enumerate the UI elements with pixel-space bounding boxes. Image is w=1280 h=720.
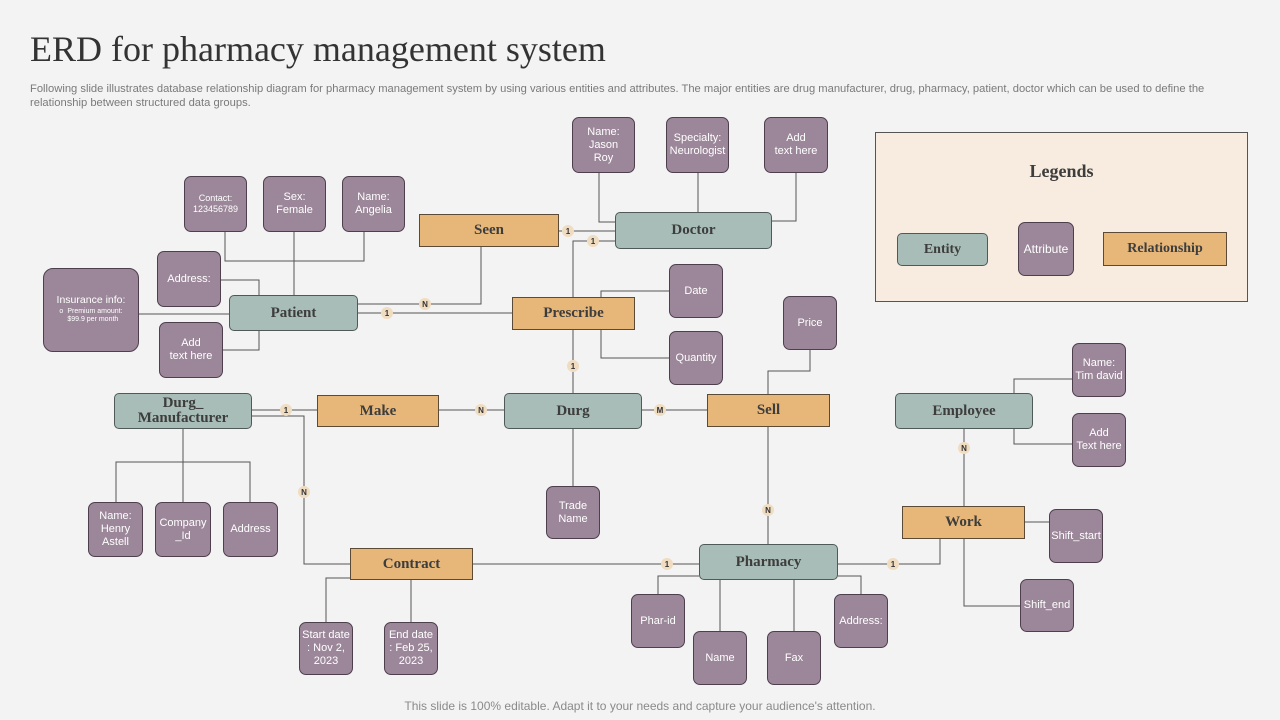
- relationship-make[interactable]: Make: [317, 395, 439, 427]
- attribute-drug-trade-name[interactable]: Trade Name: [546, 486, 600, 539]
- attribute-patient-name[interactable]: Name: Angelia: [342, 176, 405, 232]
- attribute-sell-price[interactable]: Price: [783, 296, 837, 350]
- attribute-prescribe-date[interactable]: Date: [669, 264, 723, 318]
- attribute-contract-start-date[interactable]: Start date : Nov 2, 2023: [299, 622, 353, 675]
- legend-panel: Legends Entity Attribute Relationship: [875, 132, 1248, 302]
- cardinality-make-drug: N: [475, 404, 487, 416]
- cardinality-manufacturer-make: 1: [280, 404, 292, 416]
- connector-employee-name: [1013, 378, 1072, 394]
- connector-patient-add: [223, 331, 260, 351]
- legend-attribute: Attribute: [1018, 222, 1074, 276]
- attribute-patient-address[interactable]: Address:: [157, 251, 221, 307]
- attribute-work-shift-start[interactable]: Shift_start: [1049, 509, 1103, 563]
- insurance-title: Insurance info:: [56, 294, 126, 306]
- connector-prescribe-quantity: [600, 330, 669, 359]
- cardinality-drug-sell: M: [654, 404, 666, 416]
- attribute-employee-add[interactable]: Add Text here: [1072, 413, 1126, 467]
- page-title: ERD for pharmacy management system: [30, 29, 606, 69]
- connector-manufacturer-attributes: [115, 429, 184, 502]
- connector-doctor-add: [772, 173, 797, 222]
- entity-drug[interactable]: Durg: [504, 393, 642, 429]
- attribute-patient-add[interactable]: Add text here: [159, 322, 223, 378]
- attribute-pharmacy-id[interactable]: Phar-id: [631, 594, 685, 648]
- insurance-bullet: o: [59, 308, 64, 315]
- relationship-seen[interactable]: Seen: [419, 214, 559, 247]
- connector-pharmacy-address: [838, 575, 862, 594]
- relationship-prescribe[interactable]: Prescribe: [512, 297, 635, 330]
- connector-work-shift-end: [963, 539, 1020, 607]
- attribute-prescribe-quantity[interactable]: Quantity: [669, 331, 723, 385]
- legend-relationship: Relationship: [1103, 232, 1227, 266]
- connector-employee-add: [1013, 429, 1072, 445]
- cardinality-pharmacy-work: 1: [887, 558, 899, 570]
- cardinality-sell-pharmacy: N: [762, 504, 774, 516]
- cardinality-prescribe-drug: 1: [567, 360, 579, 372]
- attribute-employee-name[interactable]: Name: Tim david: [1072, 343, 1126, 397]
- legend-entity: Entity: [897, 233, 988, 266]
- relationship-work[interactable]: Work: [902, 506, 1025, 539]
- connector-patient-seen: [358, 247, 482, 305]
- attribute-manufacturer-company-id[interactable]: Company _Id: [155, 502, 211, 557]
- entity-drug-manufacturer[interactable]: Durg_ Manufacturer: [114, 393, 252, 429]
- attribute-pharmacy-fax[interactable]: Fax: [767, 631, 821, 685]
- attribute-manufacturer-address[interactable]: Address: [223, 502, 278, 557]
- cardinality-manufacturer-contract: N: [298, 486, 310, 498]
- legend-title: Legends: [1029, 161, 1094, 181]
- connector-pharmacy-id: [657, 575, 699, 594]
- page-subtitle: Following slide illustrates database rel…: [30, 83, 1205, 109]
- attribute-patient-contact[interactable]: Contact: 123456789: [184, 176, 247, 232]
- attribute-contract-end-date[interactable]: End date : Feb 25, 2023: [384, 622, 438, 675]
- attribute-doctor-specialty[interactable]: Specialty: Neurologist: [666, 117, 729, 173]
- connector-pharmacy-work: [838, 539, 941, 565]
- relationship-sell[interactable]: Sell: [707, 394, 830, 427]
- attribute-doctor-name[interactable]: Name: Jason Roy: [572, 117, 635, 173]
- cardinality-employee-work: N: [958, 442, 970, 454]
- cardinality-patient-seen: N: [419, 298, 431, 310]
- entity-employee[interactable]: Employee: [895, 393, 1033, 429]
- entity-patient[interactable]: Patient: [229, 295, 358, 331]
- connector-contract-start: [325, 577, 361, 622]
- entity-doctor[interactable]: Doctor: [615, 212, 772, 249]
- attribute-patient-sex[interactable]: Sex: Female: [263, 176, 326, 232]
- cardinality-seen-doctor: 1: [562, 225, 574, 237]
- attribute-insurance-info[interactable]: Insurance info: o Premium amount: $99.9 …: [43, 268, 139, 352]
- entity-pharmacy[interactable]: Pharmacy: [699, 544, 838, 580]
- connector-patient-address: [221, 279, 260, 295]
- connector-prescribe-doctor: [572, 240, 615, 297]
- insurance-detail: Premium amount: $99.9 per month: [67, 308, 123, 323]
- connector-doctor-name: [598, 173, 615, 223]
- attribute-manufacturer-name[interactable]: Name: Henry Astell: [88, 502, 143, 557]
- cardinality-patient-prescribe: 1: [381, 307, 393, 319]
- relationship-contract[interactable]: Contract: [350, 548, 473, 580]
- connector-manufacturer-address: [183, 461, 251, 502]
- attribute-pharmacy-name[interactable]: Name: [693, 631, 747, 685]
- footer-note: This slide is 100% editable. Adapt it to…: [404, 699, 876, 713]
- attribute-pharmacy-address[interactable]: Address:: [834, 594, 888, 648]
- attribute-doctor-add[interactable]: Add text here: [764, 117, 828, 173]
- cardinality-contract-pharmacy: 1: [661, 558, 673, 570]
- cardinality-prescribe-doctor: 1: [587, 235, 599, 247]
- connector-sell-price: [767, 350, 811, 394]
- attribute-work-shift-end[interactable]: Shift_end: [1020, 579, 1074, 632]
